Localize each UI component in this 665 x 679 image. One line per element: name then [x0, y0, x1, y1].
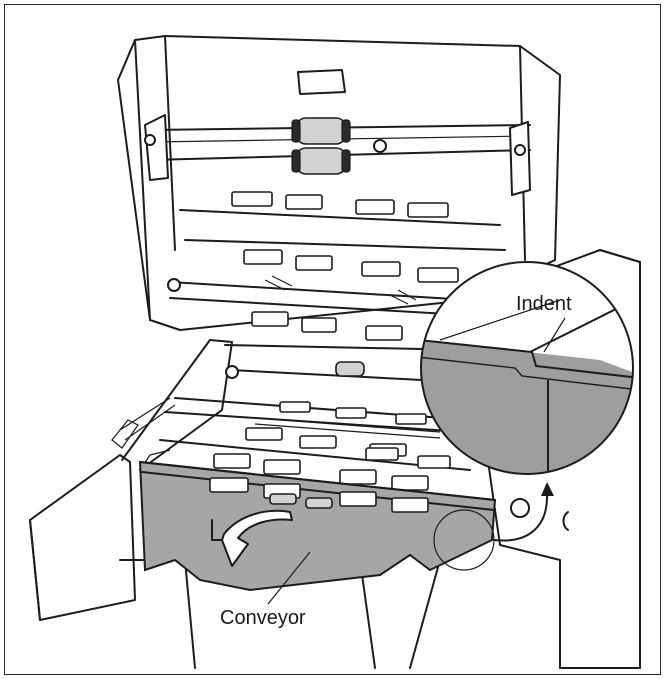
- conveyor-label: Conveyor: [220, 607, 306, 629]
- magnify-arrow: [493, 482, 569, 542]
- conveyor-leader-line: [267, 551, 311, 605]
- pull-arrow: [221, 509, 293, 567]
- roller-pair: [291, 117, 387, 175]
- indent-label: Indent: [516, 293, 572, 315]
- indent-leader-line: [543, 317, 566, 353]
- open-lid: [117, 35, 561, 341]
- interior-tray: [159, 344, 471, 491]
- indent-detail-callout: [420, 261, 634, 475]
- conveyor: [138, 460, 530, 592]
